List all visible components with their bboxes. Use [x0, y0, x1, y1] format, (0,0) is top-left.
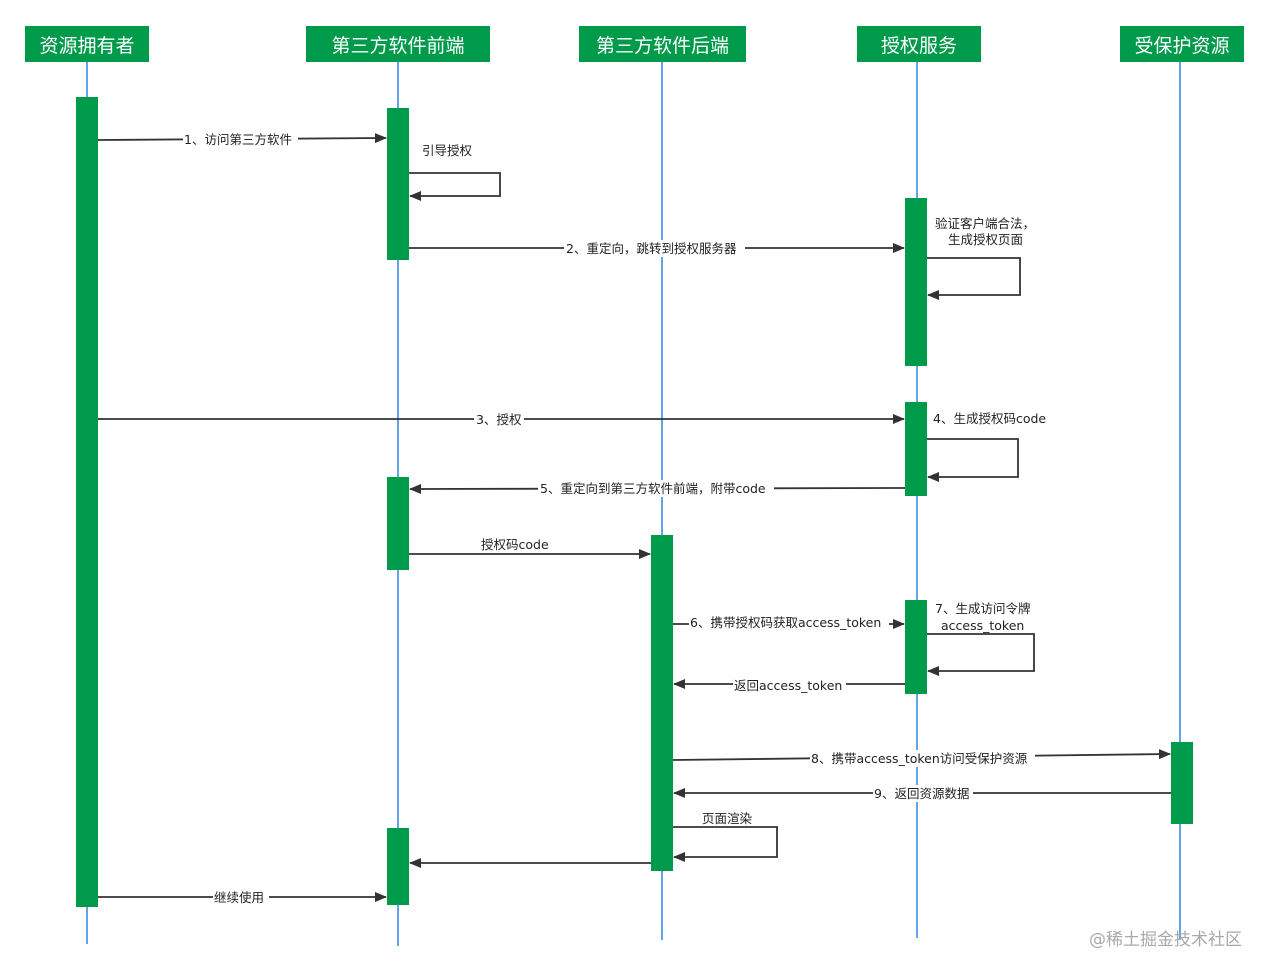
- activation-owner: [76, 97, 98, 907]
- self-arrow-guide: [409, 172, 501, 201]
- activation-frontend-2: [387, 477, 409, 570]
- participant-label: 授权服务: [880, 34, 957, 57]
- activation-backend: [651, 535, 673, 871]
- activation-frontend-1: [387, 108, 409, 260]
- participant-resource-owner: 资源拥有者: [25, 26, 149, 62]
- note-render: 页面渲染: [702, 811, 753, 826]
- message-label-2: 2、重定向，跳转到授权服务器: [566, 241, 737, 256]
- message-label-9: 9、返回资源数据: [874, 786, 969, 801]
- participant-label: 资源拥有者: [39, 34, 135, 57]
- note-token-line2: access_token: [941, 618, 1024, 633]
- self-arrow-verify: [927, 257, 1021, 300]
- activation-auth-2: [905, 402, 927, 496]
- message-label-5: 5、重定向到第三方软件前端，附带code: [540, 481, 766, 496]
- self-arrow-token: [927, 633, 1035, 676]
- message-label-return-token: 返回access_token: [734, 678, 842, 693]
- participant-protected-resource: 受保护资源: [1120, 26, 1244, 62]
- note-token-line1: 7、生成访问令牌: [935, 601, 1030, 616]
- watermark: @稀土掘金技术社区: [1089, 930, 1242, 950]
- message-label-1: 1、访问第三方软件: [184, 132, 292, 147]
- activation-auth-3: [905, 600, 927, 694]
- message-label-continue: 继续使用: [214, 890, 264, 905]
- message-label-code: 授权码code: [481, 537, 549, 552]
- message-label-3: 3、授权: [476, 412, 522, 427]
- activation-auth-1: [905, 198, 927, 366]
- participant-authorization-service: 授权服务: [857, 26, 981, 62]
- message-label-8: 8、携带access_token访问受保护资源: [811, 751, 1028, 766]
- participant-label: 第三方软件后端: [595, 34, 729, 57]
- self-arrow-generate-code: [927, 438, 1019, 482]
- message-label-guide: 引导授权: [422, 143, 473, 158]
- note-verify-line1: 验证客户端合法，: [935, 216, 1035, 231]
- activation-frontend-3: [387, 828, 409, 905]
- message-label-6: 6、携带授权码获取access_token: [690, 615, 881, 630]
- participant-label: 受保护资源: [1134, 34, 1230, 57]
- participant-third-party-backend: 第三方软件后端: [579, 26, 746, 62]
- participant-label: 第三方软件前端: [331, 34, 465, 57]
- participant-third-party-frontend: 第三方软件前端: [306, 26, 490, 62]
- note-generate-code: 4、生成授权码code: [933, 411, 1046, 426]
- activation-resource: [1171, 742, 1193, 824]
- note-verify-line2: 生成授权页面: [948, 232, 1023, 247]
- self-arrow-render: [673, 826, 778, 862]
